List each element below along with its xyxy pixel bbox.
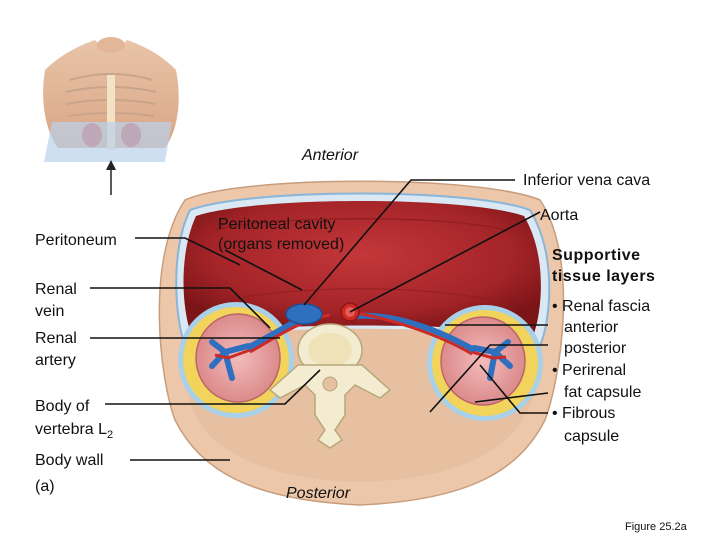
renal-fascia-anterior-label: anterior [564,319,619,336]
leader-lines [90,179,549,461]
renal-artery-label-line1: Renal [35,330,77,347]
renal-vein-label-line2: vein [35,303,65,320]
body-vertebra-label-line1: Body of [35,398,90,415]
fibrous-capsule-label: capsule [564,428,620,445]
renal-artery-label-line2: artery [35,352,76,369]
torso-thumbnail [43,37,179,195]
cross-section [158,180,565,506]
anterior-label: Anterior [302,147,359,164]
aorta-label: Aorta [540,207,579,224]
perirenal-label: • Perirenal [552,362,627,379]
supportive-heading-line1: Supportive [552,247,641,264]
posterior-label: Posterior [286,485,351,502]
body-wall-label: Body wall [35,452,104,469]
supportive-heading-line2: tissue layers [552,268,656,285]
panel-label: (a) [35,478,55,495]
renal-fascia-posterior-label: posterior [564,340,627,357]
body-vertebra-label-line2: vertebra L2 [35,421,114,442]
peritoneal-cavity-label-line1: Peritoneal cavity [218,216,336,233]
figure-caption: Figure 25.2a [625,521,687,533]
renal-fascia-label: • Renal fascia [552,298,651,315]
peritoneal-cavity-label-line2: (organs removed) [218,236,345,253]
fibrous-label: • Fibrous [552,405,616,422]
vertebra-subscript: 2 [107,429,114,442]
ivc-label: Inferior vena cava [523,172,651,189]
peritoneum-label: Peritoneum [35,232,117,249]
fat-capsule-label: fat capsule [564,384,642,401]
renal-vein-label-line1: Renal [35,281,77,298]
